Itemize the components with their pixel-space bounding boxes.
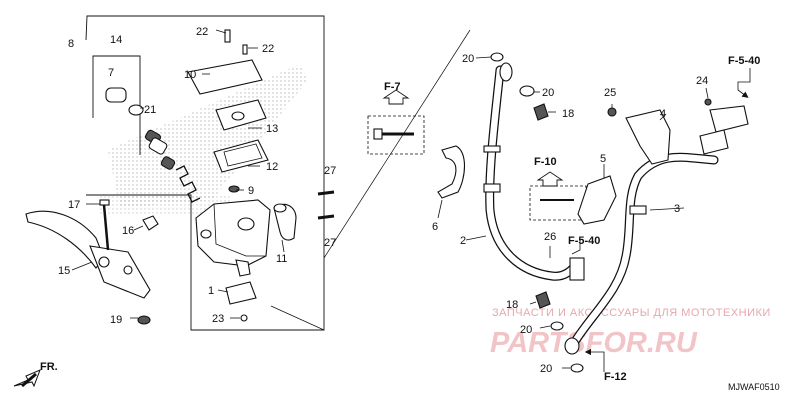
three-way-joint	[607, 98, 749, 155]
callout-7: 7	[108, 67, 114, 79]
ref-f5-40-mid: F-5-40	[568, 235, 600, 247]
ref-f12: F-12	[604, 371, 627, 383]
f5-40-reference-mid	[569, 240, 585, 281]
brake-hose-lower	[564, 152, 719, 355]
callout-25: 25	[604, 87, 616, 99]
diaphragm-plate	[213, 99, 269, 173]
brake-lever	[25, 210, 151, 299]
callout-27b: 27	[324, 237, 336, 249]
callout-21: 21	[144, 104, 156, 116]
f5-40-reference-top	[737, 68, 751, 98]
washer-20b	[550, 321, 564, 331]
part-callouts: 8 14 7 21 22 22 10 13 12 9 17 16 15 19 1…	[58, 26, 708, 375]
reservoir-cap	[187, 29, 263, 95]
callout-4: 4	[660, 108, 666, 120]
callout-20b: 20	[542, 87, 554, 99]
reference-labels: F-7 F-10 F-5-40 F-5-40 F-12	[384, 55, 760, 383]
washer-20a	[490, 52, 504, 62]
handlebar-holder	[273, 203, 297, 241]
callout-19: 19	[110, 314, 122, 326]
callout-23: 23	[212, 313, 224, 325]
lever-bolt	[130, 315, 151, 325]
callout-6: 6	[432, 221, 438, 233]
callout-13: 13	[266, 123, 278, 135]
f10-reference-box	[529, 171, 587, 221]
hose-joint-clamp	[577, 109, 671, 225]
callout-26: 26	[544, 231, 556, 243]
callout-16: 16	[122, 225, 134, 237]
callout-20c: 20	[520, 324, 532, 336]
front-direction-arrow: FR.	[13, 361, 58, 388]
callout-15: 15	[58, 265, 70, 277]
callout-8: 8	[68, 38, 74, 50]
callout-1: 1	[208, 285, 214, 297]
callout-2: 2	[460, 235, 466, 247]
callout-22b: 22	[262, 43, 274, 55]
callout-9: 9	[248, 185, 254, 197]
callout-20d: 20	[540, 363, 552, 375]
pivot-nut	[142, 215, 159, 231]
watermark: ЗАПЧАСТИ И АКСЕССУАРЫ ДЛЯ МОТОТЕХНИКИ PA…	[490, 307, 771, 359]
callout-18b: 18	[506, 299, 518, 311]
callout-22a: 22	[196, 26, 208, 38]
callout-18a: 18	[562, 108, 574, 120]
banjo-bolt-bottom	[535, 291, 551, 309]
callout-3: 3	[674, 203, 680, 215]
piston-set	[144, 129, 201, 203]
f7-reference-box	[367, 89, 425, 155]
callout-24: 24	[696, 75, 708, 87]
callout-11: 11	[276, 253, 287, 265]
callout-14: 14	[110, 34, 122, 46]
seal-small	[228, 185, 240, 193]
holder-bolts	[317, 190, 335, 220]
callout-5: 5	[600, 153, 606, 165]
f12-reference	[584, 348, 605, 372]
watermark-line2: PARTSFOR.RU	[490, 327, 698, 359]
ref-f10: F-10	[534, 156, 557, 168]
callout-27a: 27	[324, 165, 336, 177]
ref-f7: F-7	[384, 81, 401, 93]
watermark-line1: ЗАПЧАСТИ И АКСЕССУАРЫ ДЛЯ МОТОТЕХНИКИ	[492, 307, 771, 319]
callout-12: 12	[266, 161, 278, 173]
diagram-code: MJWAF0510	[728, 382, 780, 392]
callout-10: 10	[184, 69, 196, 81]
hose-stay	[437, 145, 466, 199]
pivot-bolt	[99, 199, 110, 251]
callout-17: 17	[68, 199, 80, 211]
banjo-bolt-top	[519, 85, 549, 121]
stop-switch	[225, 281, 257, 322]
lever-shading	[100, 195, 230, 215]
ref-f5-40-top: F-5-40	[728, 55, 760, 67]
piston-boot	[105, 87, 144, 116]
leader-lines	[71, 29, 709, 369]
front-marker-label: FR.	[40, 361, 58, 373]
washer-20c	[570, 363, 584, 373]
brake-hose-upper	[483, 62, 583, 281]
callout-20a: 20	[462, 53, 474, 65]
master-cylinder-body	[195, 199, 271, 277]
